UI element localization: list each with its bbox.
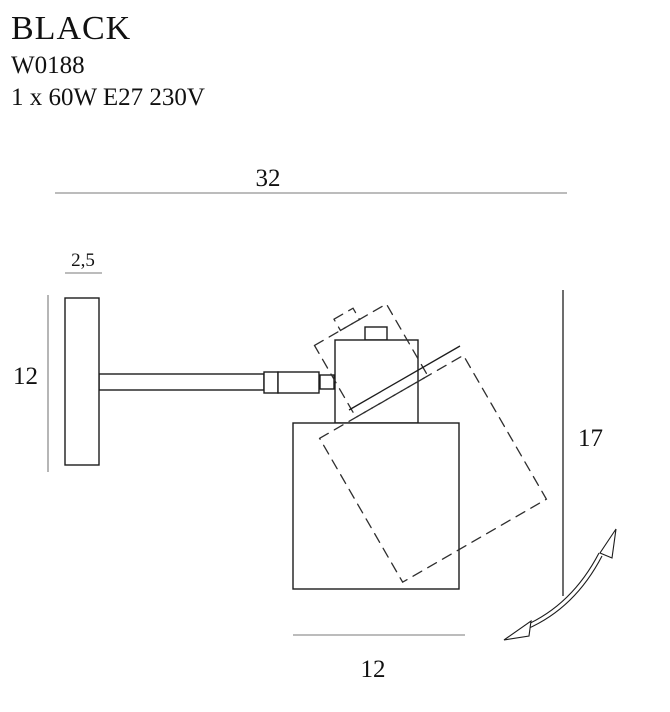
lamp-shade-dashed <box>318 354 548 584</box>
rotation-arrow-head-down-icon <box>503 619 532 641</box>
arm-joint-barrel <box>277 371 320 394</box>
dim-total-height-label: 17 <box>578 425 603 452</box>
dim-total-width-label: 32 <box>256 165 281 192</box>
rotation-arrow-head-up-icon <box>599 528 617 559</box>
wall-plate <box>64 297 100 466</box>
arm-joint-sleeve <box>263 371 279 394</box>
dim-plate-depth-label: 2,5 <box>71 250 95 271</box>
dim-plate-height-label: 12 <box>13 363 38 390</box>
product-code: W0188 <box>11 52 85 79</box>
lamp-body <box>334 339 419 424</box>
lamp-body-dashed <box>313 303 429 419</box>
rotation-arrow-icon <box>503 528 617 641</box>
mounting-arm <box>98 373 265 391</box>
tilt-edge-line <box>348 345 461 411</box>
product-title: BLACK <box>11 10 132 47</box>
lamp-shade <box>292 422 460 590</box>
product-spec: 1 x 60W E27 230V <box>11 84 205 111</box>
dim-shade-width-label: 12 <box>361 656 386 683</box>
dimension-lines <box>47 192 567 636</box>
product-header: BLACK W0188 1 x 60W E27 230V <box>11 10 205 111</box>
lamp-top-cap <box>364 326 388 341</box>
lamp-solid-view <box>64 297 460 590</box>
rotation-arrow-arc-outer <box>526 555 603 630</box>
rotation-arrow-arc-inner <box>523 552 600 627</box>
lamp-tilted-position-dashed <box>313 303 548 584</box>
pivot-knob <box>319 374 335 390</box>
